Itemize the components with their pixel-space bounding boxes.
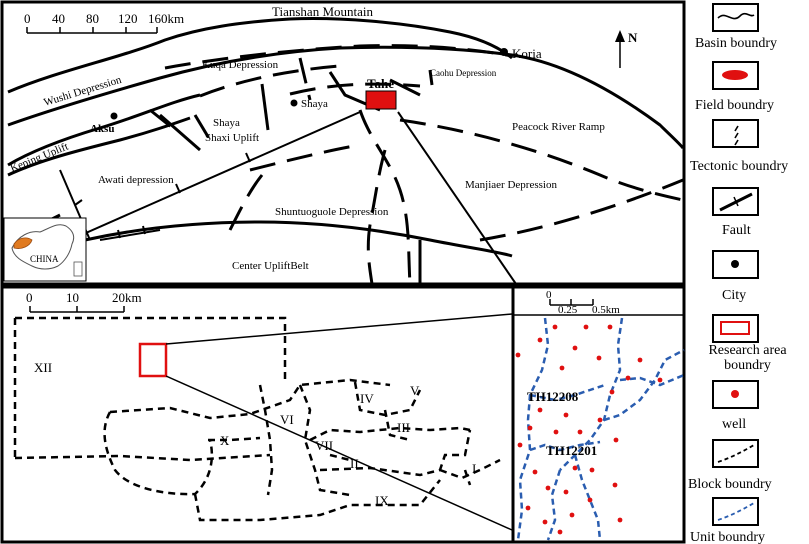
well-scale-tick-1: 0.25	[558, 304, 578, 316]
well-th12201-label: TH12201	[546, 443, 597, 458]
fault-icon	[719, 192, 753, 212]
region-shaya-2: Shaxi Uplift	[205, 132, 259, 144]
block-vi: VI	[280, 412, 294, 427]
legend-fault: Fault	[712, 187, 759, 238]
well-th12208-label: TH12208	[527, 389, 579, 404]
basin-boundaries	[7, 17, 685, 284]
tahe-field-label: Tahe	[367, 76, 394, 91]
dashed-slash-icon	[734, 125, 739, 146]
bottom-scale-bar: 0 10 20km	[26, 290, 142, 313]
block-map: 0 10 20km XII V	[0, 285, 515, 544]
legend-city: City	[712, 250, 759, 303]
legend-well: well	[712, 380, 759, 432]
inset-highlight	[13, 237, 33, 249]
connector-line-bottom	[165, 375, 513, 531]
legend: Basin boundry Field boundry Tectonic bou…	[688, 3, 788, 544]
top-scale-tick-4: 160km	[148, 11, 184, 26]
region-shuntuoguole: Shuntuoguole Depression	[275, 206, 389, 218]
block-ix: IX	[375, 493, 389, 508]
red-dot-icon	[731, 390, 739, 398]
tahe-field-box	[365, 90, 397, 110]
block-iv: IV	[360, 391, 374, 406]
well-scale-tick-0: 0	[546, 289, 552, 301]
block-map-frame	[0, 285, 515, 544]
city-aksu-dot	[110, 112, 118, 120]
well-scale-tick-2: 0.5km	[592, 304, 620, 316]
cities: Koria Shaya Aksu	[90, 46, 542, 135]
legend-field: Field boundry	[695, 61, 774, 113]
block-boundaries	[13, 316, 501, 522]
unit-boundaries	[516, 317, 685, 541]
top-scale-tick-0: 0	[24, 11, 31, 26]
legend-tectonic-label: Tectonic boundry	[690, 159, 788, 174]
legend-unit-label: Unit boundry	[690, 530, 765, 544]
block-vii: VII	[315, 438, 333, 453]
region-manjiaer: Manjiaer Depression	[465, 179, 557, 191]
wells	[515, 324, 663, 535]
legend-city-label: City	[722, 288, 746, 303]
legend-research: Research area boundry	[708, 314, 787, 373]
red-rectangle-icon	[720, 321, 750, 335]
wave-line-icon	[717, 12, 755, 20]
block-xii: XII	[34, 360, 52, 375]
fault-lines	[59, 111, 517, 285]
top-scale-tick-2: 80	[86, 11, 99, 26]
city-koria-label: Koria	[512, 46, 542, 61]
legend-research-label: Research area boundry	[708, 343, 787, 373]
block-iii: III	[397, 420, 410, 435]
well-map: 0 0.25 0.5km	[511, 285, 686, 544]
city-shaya-dot	[290, 99, 298, 107]
city-shaya-label: Shaya	[301, 98, 328, 110]
legend-field-label: Field boundry	[695, 98, 774, 113]
region-awati: Awati depression	[98, 174, 174, 186]
legend-unit: Unit boundry	[690, 497, 765, 544]
region-peacock: Peacock River Ramp	[512, 121, 605, 133]
block-i: I	[472, 461, 476, 476]
region-kuqa: Kuqa Depression	[202, 59, 279, 71]
bottom-scale-tick-1: 10	[66, 290, 79, 305]
connector-line-top	[165, 313, 513, 345]
north-arrow-icon: N	[615, 30, 638, 68]
research-area-box	[138, 342, 168, 378]
region-center: Center UpliftBelt	[232, 260, 309, 272]
inset-china-label: CHINA	[30, 254, 59, 264]
top-scale-tick-3: 120	[118, 11, 138, 26]
region-shaya-1: Shaya	[213, 117, 240, 129]
well-map-frame	[511, 285, 686, 544]
bottom-scale-tick-0: 0	[26, 290, 33, 305]
legend-tectonic: Tectonic boundry	[690, 119, 788, 174]
legend-block-label: Block boundry	[688, 477, 772, 492]
legend-well-label: well	[722, 417, 746, 432]
city-koria-dot	[500, 48, 508, 56]
legend-basin: Basin boundry	[695, 3, 777, 51]
well-scale-bar: 0 0.25 0.5km	[546, 289, 620, 316]
legend-block: Block boundry	[688, 439, 772, 492]
bottom-scale-tick-2: 20km	[112, 290, 142, 305]
top-map: 0 40 80 120 160km N	[0, 0, 686, 286]
top-scale-bar: 0 40 80 120 160km	[24, 11, 184, 34]
region-tianshan: Tianshan Mountain	[272, 4, 373, 19]
region-caohu: Caohu Depression	[430, 68, 497, 78]
legend-basin-label: Basin boundry	[695, 36, 777, 51]
blue-dashed-curve-icon	[717, 502, 755, 521]
block-ii: II	[350, 456, 359, 471]
red-ellipse-icon	[722, 70, 748, 80]
top-map-frame	[0, 0, 686, 286]
black-dot-icon	[731, 260, 739, 268]
block-x: X	[220, 433, 230, 448]
inset-china: CHINA	[3, 217, 87, 282]
city-aksu-label: Aksu	[90, 123, 114, 135]
top-scale-tick-1: 40	[52, 11, 65, 26]
block-v: V	[410, 383, 420, 398]
black-dashed-curve-icon	[717, 444, 755, 463]
tectonic-boundaries	[149, 44, 684, 285]
north-label: N	[628, 30, 638, 45]
legend-fault-label: Fault	[722, 223, 751, 238]
